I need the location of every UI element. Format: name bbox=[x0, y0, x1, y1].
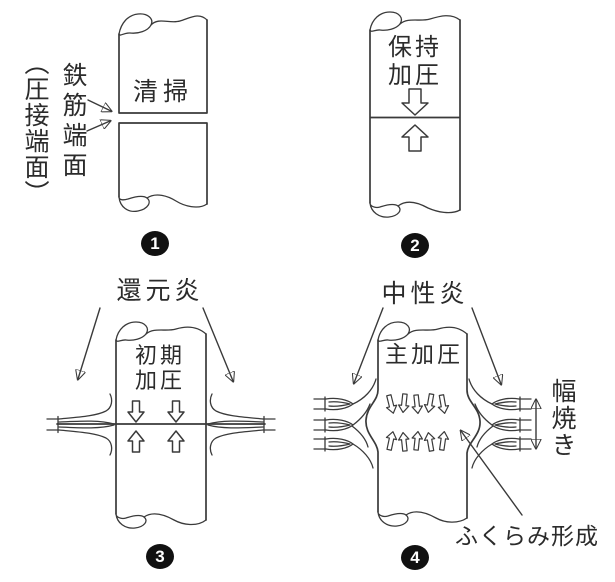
down-arrow-icon bbox=[167, 400, 185, 423]
step-badge-2: 2 bbox=[401, 233, 429, 258]
panel4-inner-pressure-arrows bbox=[385, 393, 450, 452]
step-badge-1: 1 bbox=[141, 231, 169, 256]
panel1-end-face-arrows bbox=[86, 99, 111, 132]
small-up-arrow-icon bbox=[423, 432, 436, 452]
panel3-rebar bbox=[56, 321, 266, 529]
panel4-flames-left-icon bbox=[313, 378, 377, 469]
end-face-arrow-upper-icon bbox=[87, 99, 111, 111]
up-arrow-icon bbox=[167, 430, 185, 453]
panel4-bar-label: 主加圧 bbox=[385, 341, 463, 367]
flame-pointer-right-icon bbox=[471, 307, 501, 384]
small-down-arrow-icon bbox=[437, 394, 450, 414]
panel4-width-heating-label: 幅焼き bbox=[548, 378, 576, 459]
step-badge-4: 4 bbox=[401, 545, 429, 570]
small-down-arrow-icon bbox=[397, 393, 410, 414]
panel1-end-face-label-paren: （圧接端面） bbox=[21, 50, 49, 206]
small-up-arrow-icon bbox=[397, 431, 410, 452]
step-badge-3: 3 bbox=[146, 544, 174, 569]
panel4-flame-label: 中性炎 bbox=[381, 280, 469, 308]
panel4-rebar-bulged bbox=[365, 321, 481, 527]
panel3-pressure-arrows bbox=[127, 400, 185, 453]
panel3-reducing-flame-arrows bbox=[78, 307, 233, 381]
panel4-bulge-label: ふくらみ形成 bbox=[455, 523, 599, 549]
panel2-bar-label: 保持 加圧 bbox=[388, 34, 442, 90]
small-down-arrow-icon bbox=[411, 394, 424, 415]
panel4-flames-right-icon bbox=[468, 378, 532, 469]
panel4-neutral-flame-arrows bbox=[354, 307, 501, 384]
small-down-arrow-icon bbox=[423, 393, 436, 413]
panel3-flame-label: 還元炎 bbox=[116, 277, 204, 305]
end-face-arrow-lower-icon bbox=[86, 121, 110, 132]
flame-pointer-left-icon bbox=[78, 307, 101, 379]
flame-pointer-right-icon bbox=[202, 307, 233, 381]
pressure-up-arrow-icon bbox=[401, 124, 429, 152]
panel3-bar-label: 初期 加圧 bbox=[134, 343, 185, 394]
panel1-bar-label: 清掃 bbox=[132, 78, 193, 106]
panel1-end-face-label: 鉄筋端面 bbox=[59, 62, 87, 182]
small-up-arrow-icon bbox=[411, 430, 424, 451]
pressure-down-arrow-icon bbox=[401, 88, 429, 116]
small-down-arrow-icon bbox=[385, 394, 398, 414]
bulge-pointer-arrow-icon bbox=[461, 431, 523, 516]
small-up-arrow-icon bbox=[385, 431, 398, 451]
panel3-flame-left-icon bbox=[46, 393, 115, 456]
panel1-rebar-lower bbox=[118, 122, 208, 213]
down-arrow-icon bbox=[127, 400, 145, 423]
small-up-arrow-icon bbox=[437, 430, 450, 451]
flame-pointer-left-icon bbox=[354, 307, 384, 383]
panel3-flame-right-icon bbox=[207, 393, 276, 456]
panel1-rebar-upper bbox=[118, 13, 208, 114]
panel2-rebar bbox=[369, 11, 461, 218]
up-arrow-icon bbox=[127, 430, 145, 453]
